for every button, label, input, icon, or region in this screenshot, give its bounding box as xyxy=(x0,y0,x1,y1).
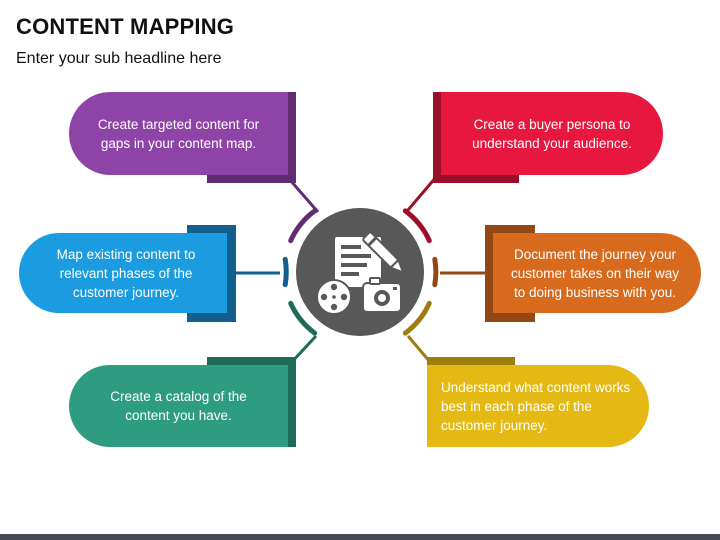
page-subtitle: Enter your sub headline here xyxy=(16,50,222,67)
hub-arc-understand xyxy=(402,300,432,336)
hub-arc-catalog xyxy=(288,300,318,336)
step-card-catalog: Create a catalog of the content you have… xyxy=(69,365,288,447)
step-card-journey: Document the journey your customer takes… xyxy=(493,233,701,313)
step-card-persona: Create a buyer persona to understand you… xyxy=(441,92,663,175)
connector-understand xyxy=(406,335,432,363)
step-card-map-existing: Map existing content to relevant phases … xyxy=(19,233,227,313)
document-pencil-film-camera-icon xyxy=(316,231,405,315)
page-title: CONTENT MAPPING xyxy=(16,14,235,39)
hub-arc-journey xyxy=(432,256,439,288)
step-text-understand: Understand what content works best in ea… xyxy=(441,379,631,433)
hub-arc-gaps xyxy=(288,208,318,244)
step-text-gaps: Create targeted content for gaps in your… xyxy=(97,116,260,151)
connector-gaps xyxy=(288,179,320,213)
hub-arc-persona xyxy=(402,208,432,244)
step-text-journey: Document the journey your customer takes… xyxy=(510,246,680,300)
step-text-persona: Create a buyer persona to understand you… xyxy=(472,116,632,151)
step-text-map-existing: Map existing content to relevant phases … xyxy=(56,246,196,300)
bottom-bar xyxy=(0,534,720,540)
step-card-gaps: Create targeted content for gaps in your… xyxy=(69,92,288,175)
step-text-catalog: Create a catalog of the content you have… xyxy=(110,389,247,423)
step-card-understand: Understand what content works best in ea… xyxy=(427,365,649,447)
connector-persona xyxy=(406,175,439,211)
hub-arc-map-existing xyxy=(282,256,289,288)
connector-catalog xyxy=(288,334,318,366)
